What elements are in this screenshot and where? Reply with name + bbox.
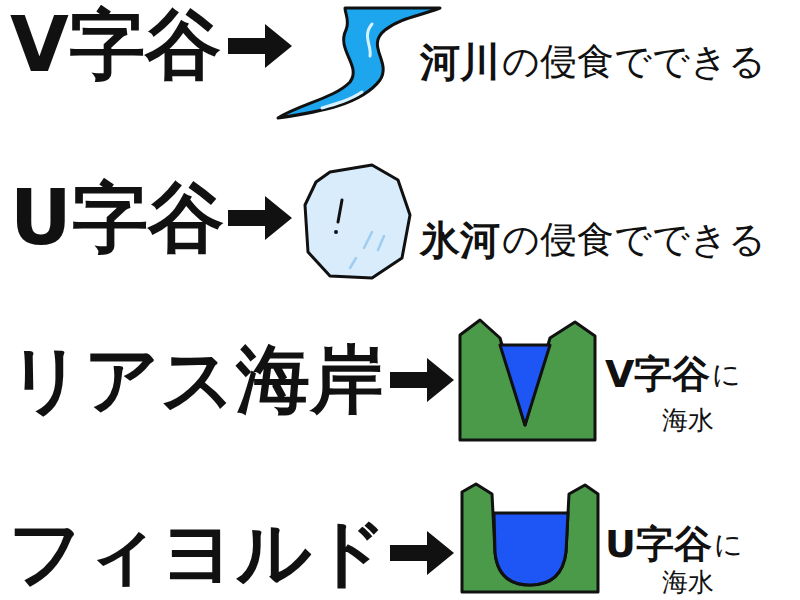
ice-illustration [305, 165, 410, 278]
particle-text: に [714, 530, 743, 561]
river-highlight [367, 24, 372, 56]
river-highlight [322, 92, 362, 108]
arrow [228, 196, 292, 240]
term-heading: V字谷 [10, 3, 221, 87]
v-valley-land [460, 320, 595, 440]
cause-keyword: 氷河 [420, 218, 500, 262]
term-heading: U字谷 [10, 176, 224, 260]
river-illustration [278, 8, 440, 118]
ice-highlight [350, 232, 384, 268]
v-valley-sea [500, 345, 550, 425]
cause-text: の侵食でできる [502, 42, 766, 83]
term-heading: リアス海岸 [8, 339, 384, 420]
sea-water-text: 海水 [662, 568, 714, 597]
term-heading: フィヨルド [8, 512, 388, 593]
arrow [390, 531, 454, 575]
u-valley-land [462, 484, 598, 592]
valley-keyword: U字谷 [605, 524, 712, 566]
particle-text: に [712, 360, 741, 391]
valley-keyword: V字谷 [605, 354, 710, 396]
arrow [228, 24, 292, 68]
u-valley-sea [494, 513, 568, 585]
sea-water-text: 海水 [662, 406, 714, 435]
cause-keyword: 河川 [420, 40, 500, 84]
ice-highlight [334, 230, 338, 234]
ice-highlight [338, 200, 342, 222]
cause-text: の侵食でできる [502, 220, 766, 261]
arrow [390, 358, 454, 402]
